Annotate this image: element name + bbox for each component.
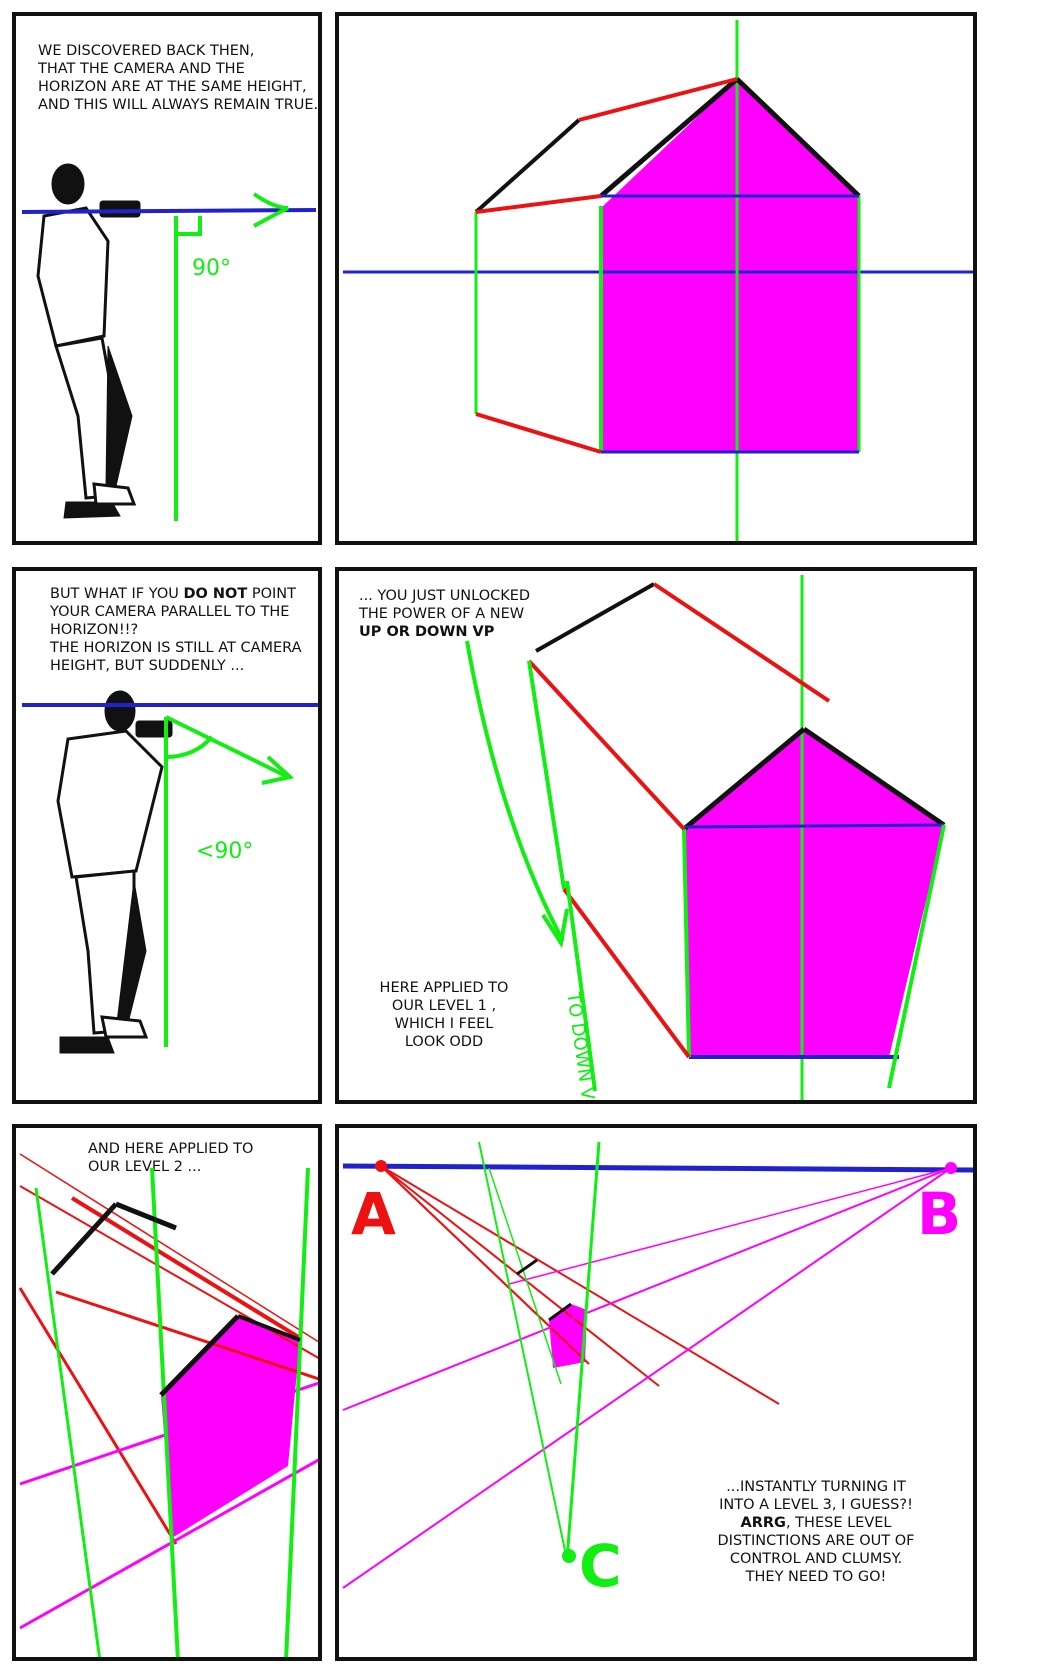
panel5-drawing bbox=[16, 1128, 322, 1661]
angle-90-label: 90° bbox=[192, 256, 231, 281]
angle-arc bbox=[166, 737, 212, 757]
horizon-line bbox=[22, 210, 316, 212]
panel6-drawing bbox=[339, 1128, 977, 1661]
panel3-drawing bbox=[16, 571, 322, 1104]
vp-c-dot bbox=[562, 1549, 576, 1563]
tilted-view-line bbox=[166, 717, 288, 777]
panel-camera-tilted: BUT WHAT IF YOU DO NOT POINT YOUR CAMERA… bbox=[12, 567, 322, 1104]
panel4-drawing bbox=[339, 571, 977, 1104]
vp-c-label: C bbox=[579, 1532, 622, 1600]
photographer-figure bbox=[58, 691, 172, 1053]
horizon-line bbox=[343, 1166, 977, 1170]
house-front-face bbox=[601, 79, 859, 452]
panel-camera-level: WE DISCOVERED BACK THEN, THAT THE CAMERA… bbox=[12, 12, 322, 545]
panel-house-one-point bbox=[335, 12, 977, 545]
vp-b-label: B bbox=[917, 1180, 961, 1248]
vp-a-label: A bbox=[351, 1180, 396, 1248]
vp-b-dot bbox=[945, 1162, 957, 1174]
angle-less-90-label: <90° bbox=[196, 839, 253, 864]
panel2-drawing bbox=[339, 16, 977, 545]
photographer-figure bbox=[38, 164, 140, 518]
panel1-drawing bbox=[16, 16, 322, 545]
panel-down-vp-level1: ... YOU JUST UNLOCKED THE POWER OF A NEW… bbox=[335, 567, 977, 1104]
panel-three-vp-level3: ...INSTANTLY TURNING IT INTO A LEVEL 3, … bbox=[335, 1124, 977, 1661]
vp-a-dot bbox=[375, 1160, 387, 1172]
right-angle-mark bbox=[178, 216, 200, 234]
panel-down-vp-level2: AND HERE APPLIED TO OUR LEVEL 2 ... bbox=[12, 1124, 322, 1661]
